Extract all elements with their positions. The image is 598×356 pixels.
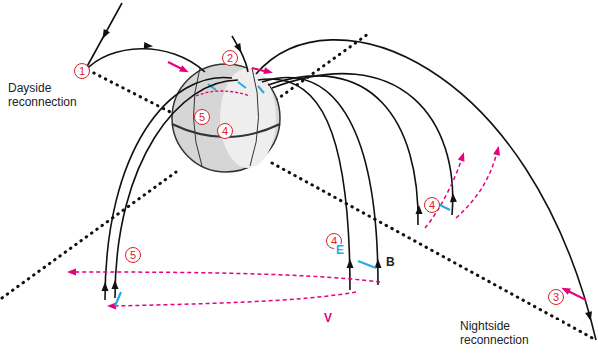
- field-line: [268, 76, 418, 225]
- callout-number: 5: [194, 109, 210, 125]
- plasma-flow: [72, 152, 497, 306]
- flow-line: [72, 272, 380, 282]
- field-line: [258, 79, 350, 290]
- e-field-vector: [115, 292, 121, 306]
- dotted-line: [272, 163, 596, 340]
- callout-number: 5: [125, 247, 141, 263]
- earth: [172, 64, 280, 172]
- earth-dayside: [220, 68, 276, 168]
- label-anchor: 4: [217, 123, 233, 139]
- vector-label: B: [384, 256, 397, 270]
- e-field-vector: [358, 261, 376, 268]
- earth-disc: [172, 64, 280, 172]
- dotted-line: [276, 34, 368, 100]
- callout-number: 2: [222, 50, 238, 66]
- plasma-flow-arrows: [168, 62, 586, 300]
- region-label: Dayside reconnection: [6, 82, 94, 110]
- dotted-line: [88, 70, 176, 115]
- vector-label: E: [334, 244, 346, 258]
- label-anchor: B: [384, 256, 397, 270]
- earth-meridian: [250, 68, 259, 166]
- arrowhead: [100, 29, 110, 40]
- arrowhead: [458, 151, 467, 162]
- field-lines: [84, 3, 596, 340]
- label-anchor: 2: [222, 50, 238, 66]
- callout-number: 4: [217, 123, 233, 139]
- arrowhead: [112, 280, 119, 289]
- flow-arrowheads: [67, 65, 571, 309]
- flow-line: [112, 292, 356, 306]
- arrowhead: [179, 65, 190, 75]
- callout-number: 4: [424, 197, 440, 213]
- field-line: [115, 80, 238, 298]
- label-anchor: 5: [194, 109, 210, 125]
- callout-number: 3: [548, 289, 564, 305]
- field-line: [105, 77, 232, 300]
- label-anchor: 5: [125, 247, 141, 263]
- label-anchor: Dayside reconnection: [6, 82, 94, 110]
- field-line: [272, 74, 453, 215]
- arrowhead: [585, 311, 594, 321]
- field-line: [256, 40, 596, 340]
- label-anchor: V: [322, 312, 334, 326]
- label-anchor: 3: [548, 289, 564, 305]
- flow-line: [456, 152, 497, 218]
- callout-number: 1: [74, 63, 90, 79]
- field-line: [84, 3, 205, 72]
- vector-label: V: [322, 312, 334, 326]
- dotted-line: [2, 172, 176, 298]
- arrowhead: [493, 145, 502, 155]
- arrowhead: [416, 205, 423, 214]
- arrowhead: [102, 282, 109, 291]
- electric-field: [115, 203, 450, 306]
- region-label: Nightside reconnection: [458, 320, 562, 348]
- reconnection-line: [2, 34, 596, 340]
- arrowhead: [263, 67, 273, 76]
- label-anchor: Nightside reconnection: [458, 320, 562, 348]
- arrowhead: [449, 193, 457, 202]
- arrowhead: [144, 42, 154, 50]
- label-anchor: 4: [424, 197, 440, 213]
- label-anchor: 1: [74, 63, 90, 79]
- arrowhead: [67, 269, 76, 276]
- arrowhead: [347, 259, 354, 268]
- label-anchor: E: [334, 244, 346, 258]
- arrowhead: [107, 303, 116, 310]
- field-arrowheads: [100, 29, 595, 322]
- polar-cap-boundary: [196, 91, 250, 96]
